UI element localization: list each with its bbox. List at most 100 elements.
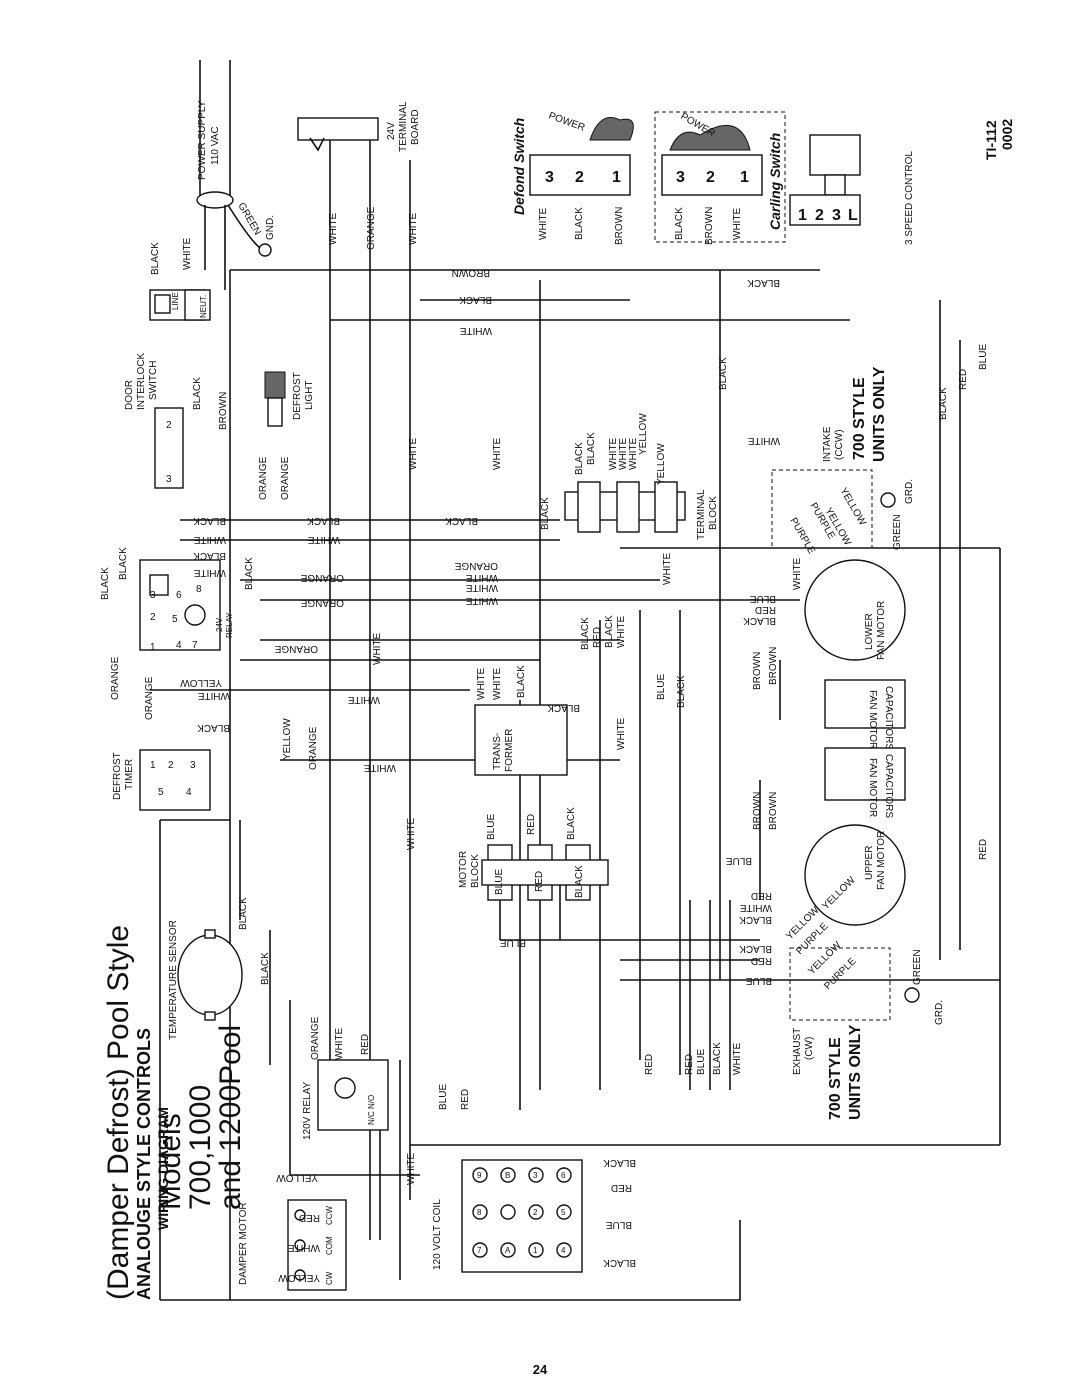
relay-pin-2: 2 [150,612,156,623]
damper-ccw: CCW [325,1205,334,1225]
title-models: Models [154,1113,187,1210]
timer-pin-1: 1 [150,760,156,771]
wire-label: BROWN [452,267,490,278]
carling-pin-2: 2 [706,169,715,186]
door-switch-label-3: SWITCH [148,361,159,400]
units-only-top-1: 700 STYLE [851,377,868,460]
defond-pin-2: 2 [575,169,584,186]
wire-label: WHITE [616,615,627,648]
relay-pin-7: 7 [192,640,198,651]
wire-label: BLUE [696,1049,707,1075]
wire-label: BLACK [739,943,772,954]
door-pin-3: 3 [166,474,172,485]
coil-pin-b: B [505,1171,510,1180]
coil-pin-6: 6 [561,1171,566,1180]
wire-label: BLACK [150,242,161,275]
wire-label: BLUE [438,1084,449,1110]
terminal-board-label-2: TERMINAL [398,101,409,152]
door-pin-2: 2 [166,420,172,431]
speed-pin-l: L [848,207,858,224]
wire-label: BLUE [606,1219,632,1230]
title-models-numbers: 700,1000 [184,1085,217,1210]
wiring-diagram: (Damper Defrost) Pool Style ANALOUGE STY… [100,60,1015,1301]
wire-label: RED [534,871,545,892]
relay-120v-label: 120V RELAY [302,1081,313,1140]
coil-pin-8: 8 [477,1208,482,1217]
wire-label: BLACK [192,377,203,410]
line-label: LINE [171,292,180,310]
wire-label: WHITE [193,534,226,545]
wire-label: RED [460,1089,471,1110]
wire-label: RED [611,1182,632,1193]
wire-label: BLACK [743,615,776,626]
intake-option-box: INTAKE (CCW) 700 STYLE UNITS ONLY GRD. [771,366,915,549]
relay-120v-coil-icon [334,1077,356,1099]
wire-label: YELLOW [638,413,649,455]
relay-24v-label-2: RELAY [225,612,234,638]
coil-pin-a: A [505,1246,511,1255]
speed-pin-1: 1 [798,207,807,224]
wire-label: WHITE [287,1242,320,1253]
wire-label: BLACK [197,722,230,733]
wire-label: WHITE [372,632,383,665]
wire-label: BROWN [768,647,779,685]
wire-label: BLUE [656,674,667,700]
terminal-board-label-1: 24V [386,122,397,140]
wire-label: WHITE [465,582,498,593]
wire-label: RED [592,627,603,648]
relay-120v: 120V RELAY N/C N/O [302,1059,389,1140]
defond-switch-label: Defond Switch [511,118,527,215]
wire-label: BLUE [978,344,989,370]
wire-label: BLACK [244,557,255,590]
speed-pin-3: 3 [832,207,841,224]
motor-block-label-1: MOTOR [458,851,469,888]
wire-label: WHITE [459,325,492,336]
defrost-light: DEFROST LIGHT [264,371,315,427]
wire-label: RED [360,1034,371,1055]
relay-pin-1: 1 [150,642,156,653]
wire-label: RED [751,955,772,966]
power-supply-voltage: 110 VAC [210,126,221,165]
lower-fan-label-1: LOWER [864,613,875,650]
wire-label: GREEN [912,949,923,985]
wire-label: WHITE [406,1152,417,1185]
transformer-label-2: FORMER [504,729,515,772]
speed-control-label: 3 SPEED CONTROL [904,151,915,245]
wire-label: BLACK [445,515,478,526]
wire-label: BLACK [118,547,129,580]
title-controls: ANALOUGE STYLE CONTROLS [134,1028,154,1300]
transformer-label-1: TRANS- [492,733,503,770]
wire-label: WHITE [197,690,230,701]
terminal-block: TERMINAL BLOCK [564,481,719,540]
wire-label: RED [684,1054,695,1075]
wire-label: ORANGE [310,1016,321,1060]
wire-label: WHITE [608,437,619,470]
timer-pin-5: 5 [158,787,164,798]
upper-fan-label-1: UPPER [864,846,875,880]
wire-label: BLACK [100,567,111,600]
wire-label: ORANGE [258,456,269,500]
terminal-block-label-2: BLOCK [708,496,719,530]
wire-label: WHITE [363,762,396,773]
wire-label: WHITE [732,1042,743,1075]
damper-cw: CW [325,1271,334,1285]
wire-label: ORANGE [280,456,291,500]
terminal-board-24v: 24V TERMINAL BOARD [297,101,421,152]
wire-label: BLACK [938,387,949,420]
wire-label: BLACK [516,665,527,698]
units-only-top-2: UNITS ONLY [871,366,888,462]
relay-24v-label-1: 24V [215,617,224,632]
lower-fan-label-2: FAN MOTOR [876,601,887,660]
intake-label-2: (CCW) [834,429,845,460]
temperature-sensor: TEMPERATURE SENSOR [168,920,243,1040]
coil-pin-5: 5 [561,1208,566,1217]
wire-label: YELLOW [276,1172,318,1183]
timer-pin-2: 2 [168,760,174,771]
relay-pin-8: 8 [196,584,202,595]
upper-fan-label-2: FAN MOTOR [876,831,887,890]
wire-label: WHITE [334,1027,345,1060]
wire-label: WHITE [618,437,629,470]
page-number: 24 [532,1362,548,1377]
terminal-block-label-1: TERMINAL [696,489,707,540]
